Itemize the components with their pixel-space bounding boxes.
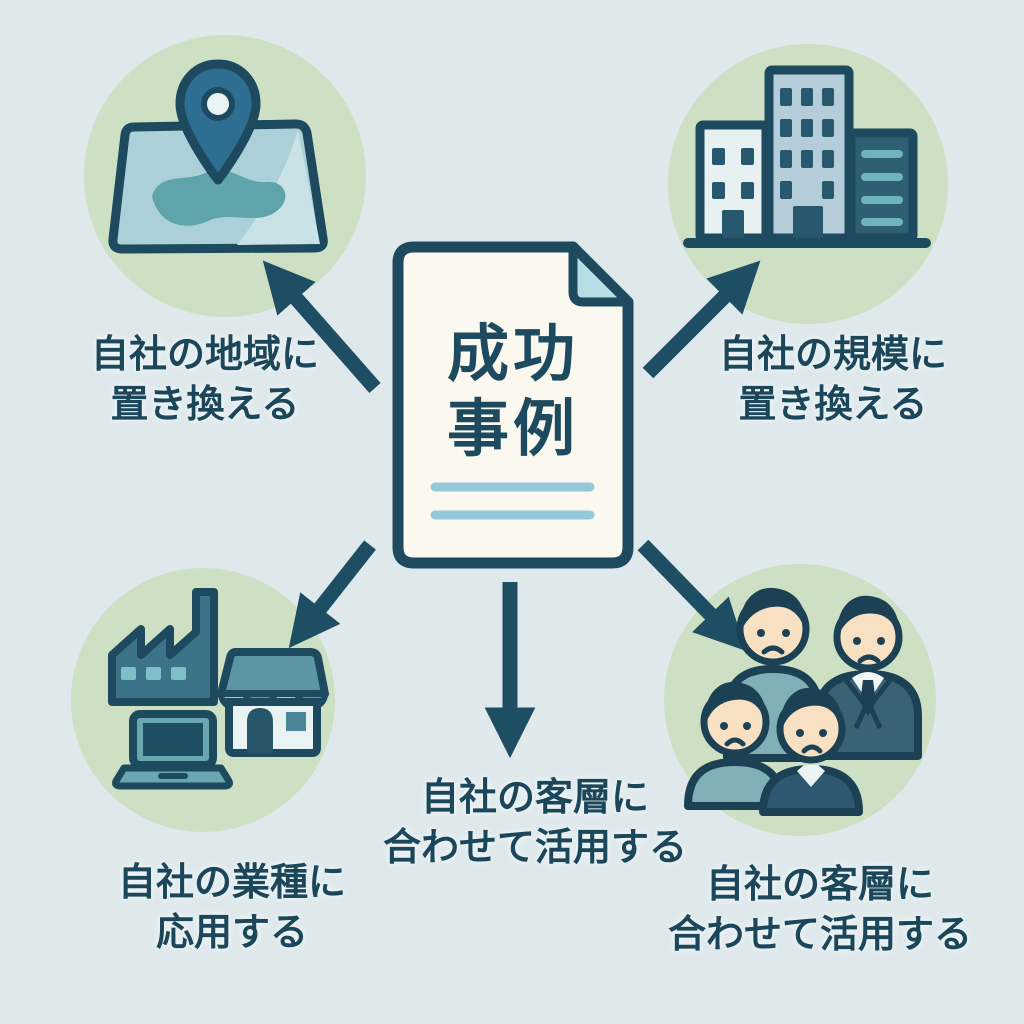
label-bottom-right-line1: 自社の客層に [705,862,935,906]
label-top-right: 自社の規模に 置き換える [719,329,947,429]
arrow-to-bottom-left [288,540,376,649]
label-bottom-left: 自社の業種に 応用する [118,857,346,957]
storefront-icon [217,648,329,757]
map-pin-icon [108,59,328,254]
label-bottom-right-line2: 合わせて活用する [667,912,973,956]
buildings-icon [683,65,931,248]
factory-icon [108,588,218,706]
arrow-to-top-left [262,260,381,393]
document-title: 成功 事例 [398,316,628,466]
label-bottom-center-line2: 合わせて活用する [382,825,688,869]
label-top-left: 自社の地域に 置き換える [91,329,319,429]
people-group-icon [684,587,922,816]
label-top-right-line1: 自社の規模に [718,332,948,376]
label-bottom-left-line2: 応用する [155,910,309,954]
label-bottom-center: 自社の客層に 合わせて活用する [383,772,687,872]
document-icon [392,241,634,569]
label-bottom-right: 自社の客層に 合わせて活用する [668,859,972,959]
document-title-line2: 事例 [446,392,579,465]
arrow-to-bottom-right [637,539,746,651]
document-title-line1: 成功 [446,317,579,390]
label-bottom-center-line1: 自社の客層に [420,775,650,819]
label-top-left-line2: 置き換える [110,382,300,426]
label-bottom-left-line1: 自社の業種に [117,860,347,904]
document-fold-corner [568,242,633,307]
arrow-to-top-right [642,260,761,379]
label-top-left-line1: 自社の地域に [90,332,320,376]
laptop-icon [112,710,233,790]
label-top-right-line2: 置き換える [738,382,928,426]
location-pin [175,59,261,185]
factory-store-laptop-icon [108,588,329,790]
arrows [262,260,761,759]
